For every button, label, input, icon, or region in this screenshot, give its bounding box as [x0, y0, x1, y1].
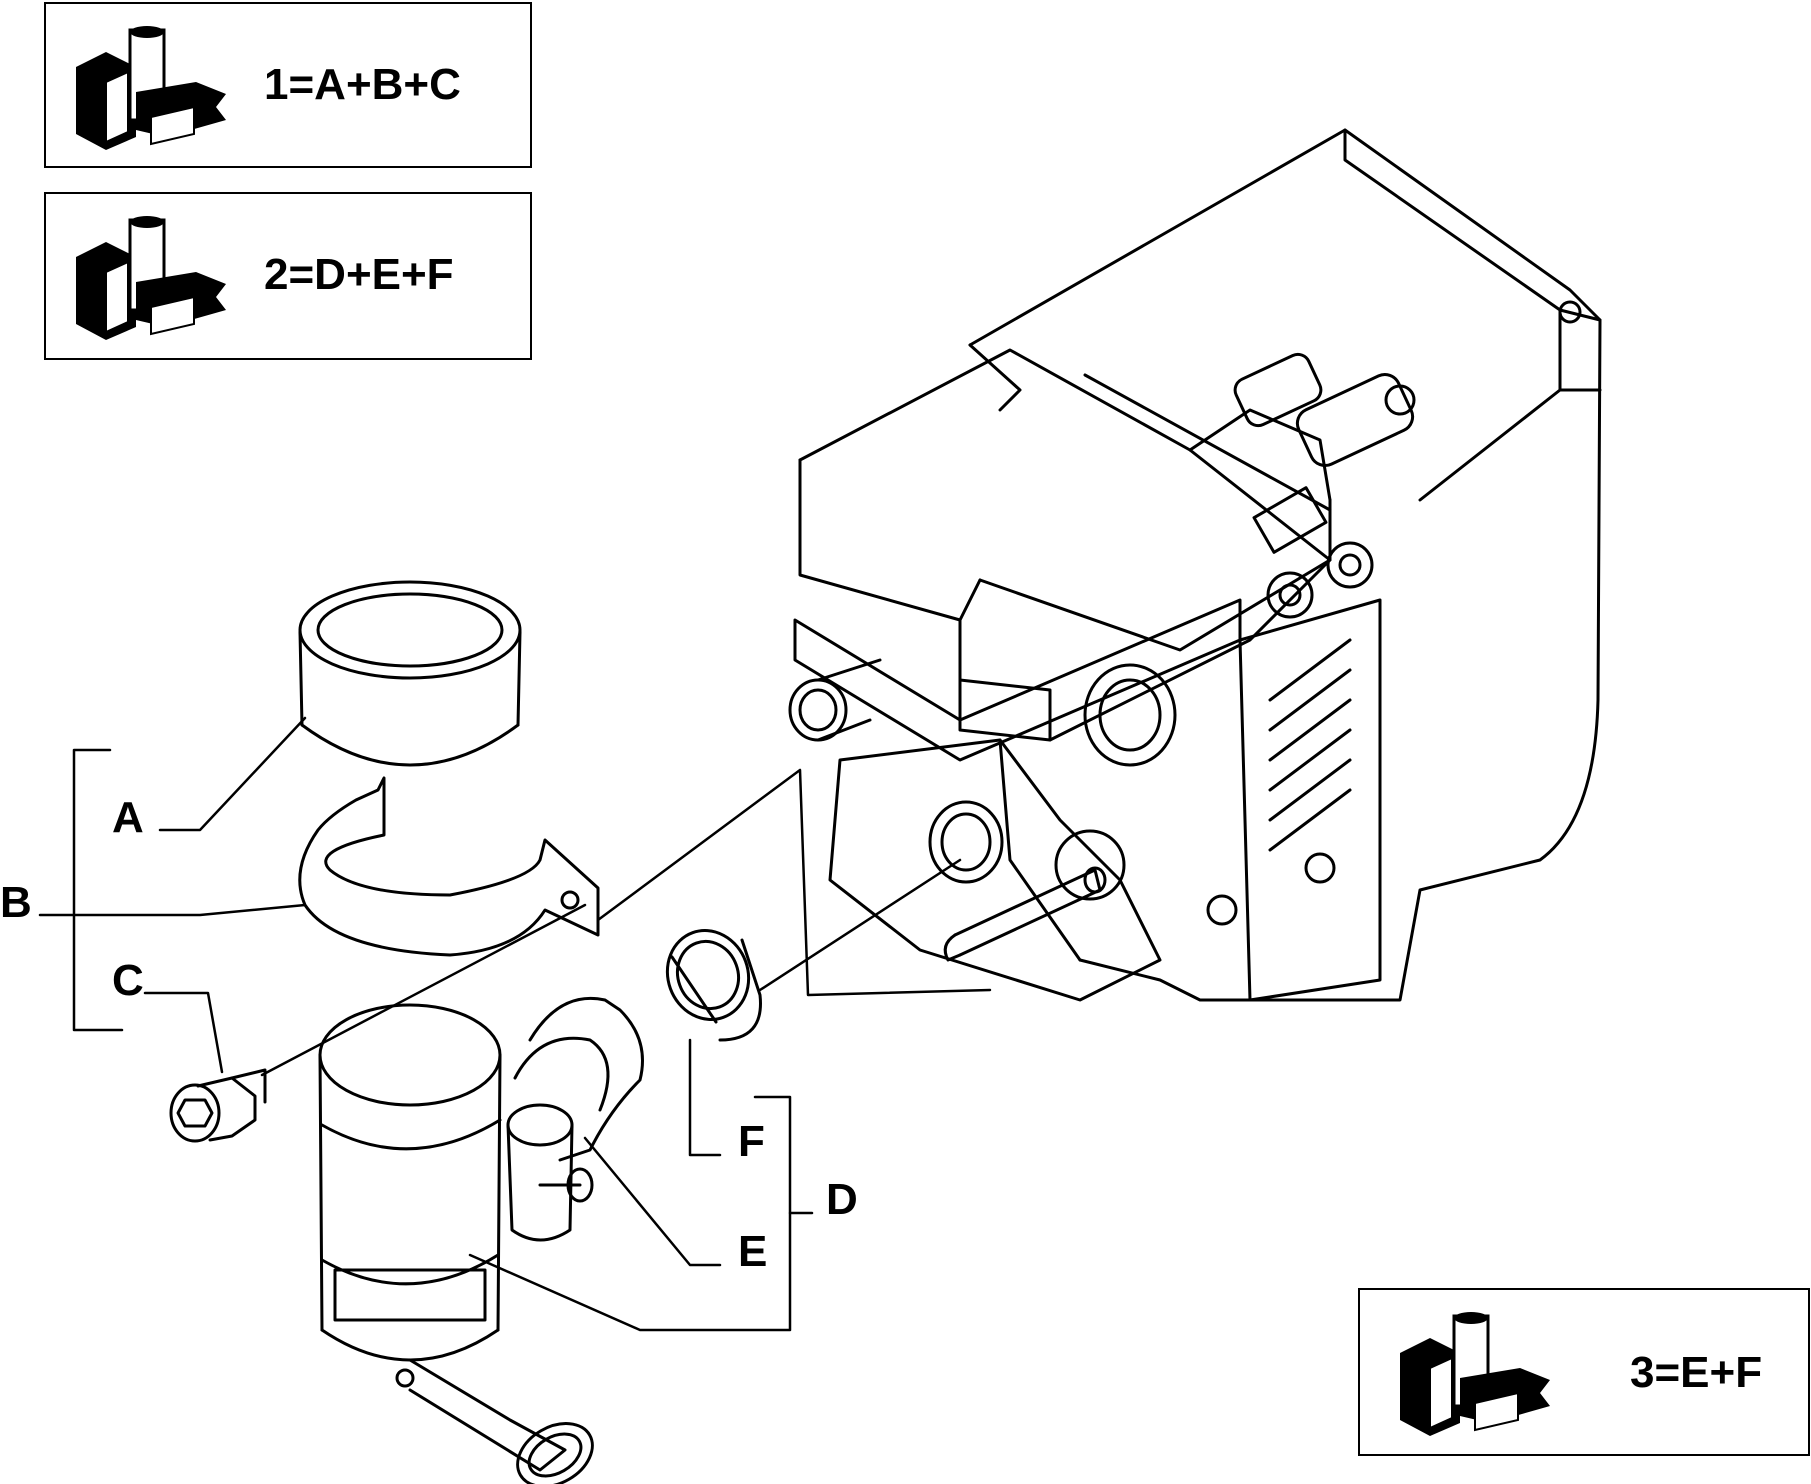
fiat-kit-icon	[76, 26, 226, 150]
fiat-kit-icon	[76, 216, 226, 340]
kit-box-2: 2=D+E+F	[44, 192, 532, 360]
kit-formula-2: 2=D+E+F	[264, 250, 454, 299]
part-a-sleeve	[298, 580, 522, 767]
heater-unit	[788, 128, 1602, 1002]
fiat-kit-icon	[1400, 1312, 1550, 1436]
callout-label-c: C	[112, 956, 144, 1005]
part-b-clamp	[298, 776, 600, 957]
part-c-screw	[169, 1068, 267, 1143]
kit-formula-3: 3=E+F	[1630, 1348, 1763, 1397]
callout-label-d: D	[826, 1175, 858, 1224]
callout-lines	[38, 716, 992, 1332]
part-f-sleeve	[665, 929, 762, 1042]
kit-box-1: 1=A+B+C	[44, 2, 532, 168]
part-e-hose	[513, 996, 644, 1162]
callout-label-e: E	[738, 1227, 767, 1276]
kit-formula-1: 1=A+B+C	[264, 60, 461, 109]
callout-label-a: A	[112, 793, 144, 842]
part-d-pump	[318, 1003, 594, 1484]
callout-label-b: B	[0, 878, 32, 927]
callout-label-f: F	[738, 1117, 765, 1166]
kit-box-3: 3=E+F	[1358, 1288, 1810, 1456]
